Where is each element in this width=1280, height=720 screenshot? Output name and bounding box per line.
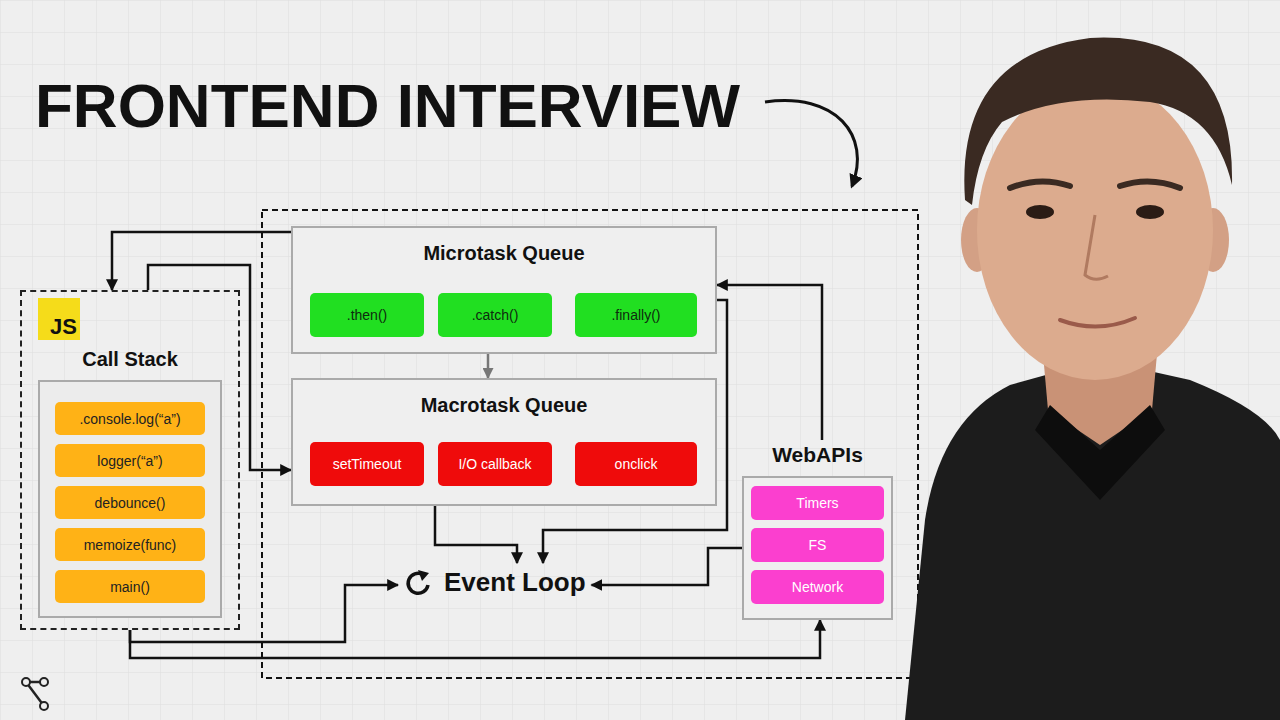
microtask-box: .catch() xyxy=(438,293,552,337)
stack-frame-box: .console.log(“a”) xyxy=(55,402,205,435)
flow-arrow xyxy=(717,285,822,440)
node-label: Microtask Queue xyxy=(293,242,715,265)
hair xyxy=(964,38,1232,205)
node-label: .console.log(“a”) xyxy=(79,411,180,427)
node-label: Call Stack xyxy=(22,348,238,371)
loop-icon xyxy=(404,568,434,598)
flow-arrow xyxy=(487,354,490,378)
stack-frame-box: main() xyxy=(55,570,205,603)
event-loop-node: Event Loop xyxy=(398,563,592,602)
node-label: Network xyxy=(792,579,843,595)
webapi-group: WebAPIsTimersFS Network xyxy=(742,440,893,620)
flow-arrow xyxy=(112,232,291,290)
logo-dot xyxy=(40,702,48,710)
logo-dot xyxy=(40,678,48,686)
title-pointer-arrow xyxy=(765,101,857,186)
js-badge: JS xyxy=(38,298,80,340)
mouth xyxy=(1060,318,1135,327)
nose xyxy=(1085,215,1108,279)
title-block: FRONTEND INTERVIEW xyxy=(35,70,740,141)
webapi-box: Network xyxy=(751,570,884,604)
node-label: .then() xyxy=(347,307,387,323)
node-label: memoize(func) xyxy=(84,537,177,553)
macrotask-box: I/O callback xyxy=(438,442,552,486)
task-queue-box: Macrotask Queue setTimeout I/O callback onc… xyxy=(291,378,717,506)
webapi-box: Timers xyxy=(751,486,884,520)
eyebrow xyxy=(1010,181,1070,188)
node-label: I/O callback xyxy=(458,456,531,472)
eyebrow xyxy=(1120,181,1180,188)
node-label: .catch() xyxy=(472,307,519,323)
node-label: logger(“a”) xyxy=(97,453,162,469)
webapi-box: FS xyxy=(751,528,884,562)
presenter-illustration xyxy=(905,38,1280,720)
eye xyxy=(1026,205,1054,219)
loop-icon-head xyxy=(418,570,429,581)
flow-arrow xyxy=(592,548,742,585)
shirt-collar xyxy=(1035,405,1165,500)
call-stack-frame: Call Stack JS .console.log(“a”) logger(“a”)… xyxy=(20,290,240,630)
node-label: WebAPIs xyxy=(742,440,893,476)
stack-frame-box: memoize(func) xyxy=(55,528,205,561)
flow-arrow xyxy=(130,620,820,658)
stack-frame-box: logger(“a”) xyxy=(55,444,205,477)
webapi-panel: TimersFS Network xyxy=(742,476,893,620)
eye xyxy=(1136,205,1164,219)
node-label: main() xyxy=(110,579,150,595)
node-label: onclick xyxy=(615,456,658,472)
page-title: FRONTEND INTERVIEW xyxy=(35,70,740,141)
flow-arrow xyxy=(435,506,517,563)
microtask-box: .finally() xyxy=(575,293,697,337)
macrotask-box: onclick xyxy=(575,442,697,486)
macrotask-box: setTimeout xyxy=(310,442,424,486)
face xyxy=(977,80,1213,380)
microtask-box: .then() xyxy=(310,293,424,337)
stack-frame-box: debounce() xyxy=(55,486,205,519)
node-label: .finally() xyxy=(611,307,660,323)
logo-dot xyxy=(22,678,30,686)
task-queue-box: Microtask Queue .then() .catch() .finally() xyxy=(291,226,717,354)
channel-logo xyxy=(22,678,48,710)
runtime-boundary xyxy=(262,210,918,678)
node-label: debounce() xyxy=(95,495,166,511)
node-label: JS xyxy=(50,316,77,338)
node-label: setTimeout xyxy=(333,456,402,472)
node-label: FS xyxy=(809,537,827,553)
node-label: Event Loop xyxy=(444,567,586,598)
node-label: Timers xyxy=(796,495,838,511)
node-label: Macrotask Queue xyxy=(293,394,715,417)
